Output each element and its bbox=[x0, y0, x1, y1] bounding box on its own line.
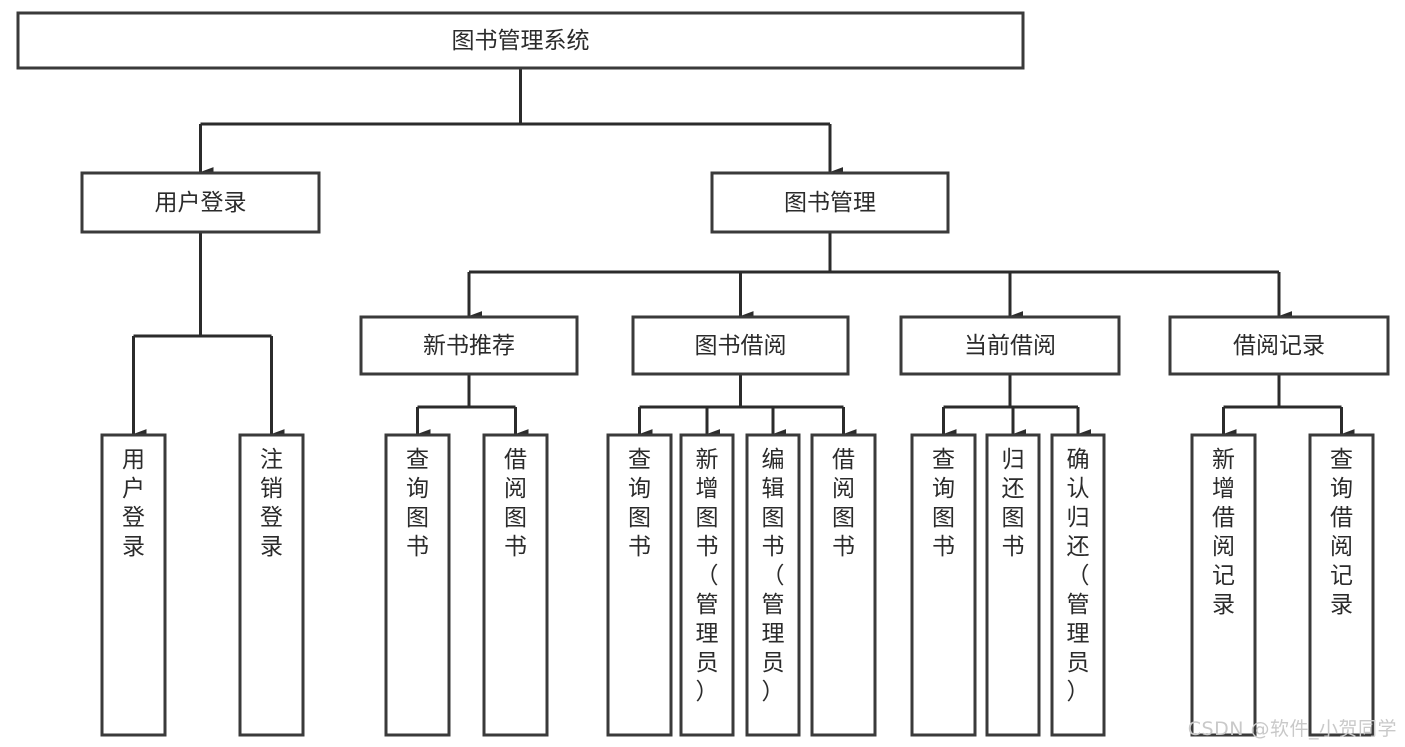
node-leaf-query-borrow-record[interactable]: 查询借阅记录 bbox=[1308, 433, 1375, 737]
node-box-leaf-edit-book bbox=[745, 433, 801, 737]
node-label-new-book-recommend: 新书推荐 bbox=[423, 333, 515, 359]
node-box-user-login bbox=[80, 171, 321, 234]
node-box-book-management bbox=[710, 171, 950, 234]
node-current-borrow[interactable]: 当前借阅 bbox=[899, 315, 1121, 376]
node-box-leaf-user-login bbox=[100, 433, 167, 737]
node-label-borrow-record: 借阅记录 bbox=[1233, 333, 1325, 359]
node-label-leaf-add-book: 新增图书（管理员） bbox=[696, 447, 719, 705]
node-label-leaf-confirm-return: 确认归还（管理员） bbox=[1067, 447, 1090, 705]
node-leaf-query-book-recommend[interactable]: 查询图书 bbox=[384, 433, 451, 737]
node-box-current-borrow bbox=[899, 315, 1121, 376]
node-borrow-record[interactable]: 借阅记录 bbox=[1168, 315, 1390, 376]
node-leaf-borrow-book[interactable]: 借阅图书 bbox=[810, 433, 877, 737]
node-label-leaf-edit-book: 编辑图书（管理员） bbox=[762, 447, 785, 705]
node-box-borrow-record bbox=[1168, 315, 1390, 376]
node-box-leaf-borrow-book bbox=[810, 433, 877, 737]
node-leaf-logout[interactable]: 注销登录 bbox=[238, 433, 305, 737]
node-box-leaf-borrow-book-recommend bbox=[482, 433, 549, 737]
node-label-leaf-borrow-book: 借阅图书 bbox=[832, 447, 855, 560]
node-label-leaf-add-borrow-record: 新增借阅记录 bbox=[1212, 447, 1235, 618]
node-book-borrow[interactable]: 图书借阅 bbox=[631, 315, 850, 376]
node-book-management[interactable]: 图书管理 bbox=[710, 171, 950, 234]
node-leaf-query-book-borrow[interactable]: 查询图书 bbox=[606, 433, 673, 737]
csdn-watermark: CSDN @软件_小贺同学 bbox=[1187, 718, 1397, 740]
node-label-user-login: 用户登录 bbox=[155, 190, 247, 216]
node-label-leaf-query-book-current: 查询图书 bbox=[932, 447, 955, 560]
node-leaf-return-book[interactable]: 归还图书 bbox=[985, 433, 1041, 737]
node-label-leaf-query-book-recommend: 查询图书 bbox=[406, 447, 429, 560]
node-label-book-management: 图书管理 bbox=[784, 190, 876, 216]
node-box-leaf-confirm-return bbox=[1050, 433, 1106, 737]
node-leaf-add-book[interactable]: 新增图书（管理员） bbox=[679, 433, 735, 737]
node-box-leaf-return-book bbox=[985, 433, 1041, 737]
node-leaf-edit-book[interactable]: 编辑图书（管理员） bbox=[745, 433, 801, 737]
node-leaf-query-book-current[interactable]: 查询图书 bbox=[910, 433, 977, 737]
node-layer: 图书管理系统用户登录图书管理新书推荐图书借阅当前借阅借阅记录用户登录注销登录查询… bbox=[16, 11, 1390, 737]
node-box-leaf-query-book-borrow bbox=[606, 433, 673, 737]
node-user-login[interactable]: 用户登录 bbox=[80, 171, 321, 234]
node-box-leaf-add-book bbox=[679, 433, 735, 737]
node-box-leaf-query-book-current bbox=[910, 433, 977, 737]
connector-layer bbox=[132, 68, 1355, 440]
node-label-leaf-user-login: 用户登录 bbox=[122, 447, 145, 560]
node-label-book-borrow: 图书借阅 bbox=[695, 333, 787, 359]
node-label-current-borrow: 当前借阅 bbox=[964, 333, 1056, 359]
node-label-leaf-query-borrow-record: 查询借阅记录 bbox=[1330, 447, 1353, 618]
node-leaf-user-login[interactable]: 用户登录 bbox=[100, 433, 167, 737]
node-box-new-book-recommend bbox=[359, 315, 579, 376]
node-leaf-confirm-return[interactable]: 确认归还（管理员） bbox=[1050, 433, 1106, 737]
node-box-book-borrow bbox=[631, 315, 850, 376]
node-leaf-add-borrow-record[interactable]: 新增借阅记录 bbox=[1190, 433, 1257, 737]
node-label-leaf-return-book: 归还图书 bbox=[1002, 447, 1025, 560]
node-label-root: 图书管理系统 bbox=[452, 28, 590, 54]
node-label-leaf-query-book-borrow: 查询图书 bbox=[628, 447, 651, 560]
node-root[interactable]: 图书管理系统 bbox=[16, 11, 1025, 70]
node-box-leaf-query-book-recommend bbox=[384, 433, 451, 737]
node-box-root bbox=[16, 11, 1025, 70]
node-box-leaf-query-borrow-record bbox=[1308, 433, 1375, 737]
node-label-leaf-borrow-book-recommend: 借阅图书 bbox=[504, 447, 527, 560]
node-label-leaf-logout: 注销登录 bbox=[260, 447, 283, 560]
node-box-leaf-logout bbox=[238, 433, 305, 737]
node-new-book-recommend[interactable]: 新书推荐 bbox=[359, 315, 579, 376]
node-leaf-borrow-book-recommend[interactable]: 借阅图书 bbox=[482, 433, 549, 737]
node-box-leaf-add-borrow-record bbox=[1190, 433, 1257, 737]
